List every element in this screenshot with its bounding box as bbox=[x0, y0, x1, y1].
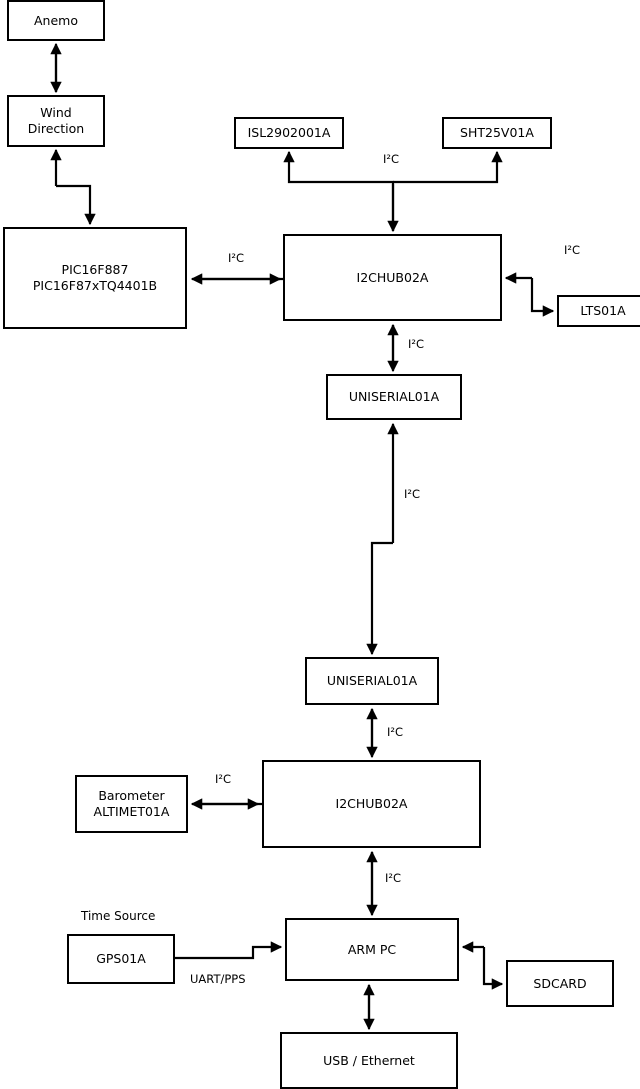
node-wind-direction-label: Wind Direction bbox=[27, 105, 85, 136]
edge-label-uniserial-link: I²C bbox=[404, 487, 421, 501]
node-i2chub02a-top-label: I2CHUB02A bbox=[356, 269, 429, 285]
node-uniserial01a-lower[interactable]: UNISERIAL01A bbox=[305, 657, 439, 705]
connector-hub-sht-branch bbox=[393, 150, 503, 184]
edge-label-hub-uniserial-upper: I²C bbox=[408, 337, 425, 351]
node-uniserial01a-upper[interactable]: UNISERIAL01A bbox=[326, 374, 462, 420]
edge-label-uniserial-lower-hub: I²C bbox=[387, 725, 404, 739]
edge-label-hub-sensors: I²C bbox=[383, 152, 400, 166]
node-arm-pc[interactable]: ARM PC bbox=[285, 918, 459, 981]
node-i2chub02a-bottom[interactable]: I2CHUB02A bbox=[262, 760, 481, 848]
node-usb-ethernet[interactable]: USB / Ethernet bbox=[280, 1032, 458, 1089]
node-pic-microcontroller[interactable]: PIC16F887 PIC16F87xTQ4401B bbox=[3, 227, 187, 329]
node-gps01a[interactable]: GPS01A bbox=[67, 934, 175, 984]
label-time-source: Time Source bbox=[81, 909, 156, 923]
node-barometer-altimet01a[interactable]: Barometer ALTIMET01A bbox=[75, 775, 188, 833]
edge-label-pic-hub: I²C bbox=[228, 251, 245, 265]
edge-label-gps-arm-pc: UART/PPS bbox=[190, 972, 246, 986]
node-sht25v01a[interactable]: SHT25V01A bbox=[442, 117, 552, 149]
connector-wind-pic-down bbox=[56, 184, 96, 226]
node-lts01a-label: LTS01A bbox=[580, 303, 626, 319]
node-wind-direction[interactable]: Wind Direction bbox=[7, 95, 105, 147]
node-usb-ethernet-label: USB / Ethernet bbox=[323, 1052, 415, 1068]
node-i2chub02a-bottom-label: I2CHUB02A bbox=[335, 796, 408, 812]
connector-uni1-uni2-down bbox=[366, 541, 393, 656]
node-barometer-altimet01a-label: Barometer ALTIMET01A bbox=[93, 788, 170, 819]
edge-label-barometer-hub: I²C bbox=[215, 772, 232, 786]
connector-arm-sdcard-out bbox=[482, 947, 504, 990]
node-uniserial01a-upper-label: UNISERIAL01A bbox=[348, 389, 440, 405]
node-sdcard[interactable]: SDCARD bbox=[506, 960, 614, 1007]
node-lts01a[interactable]: LTS01A bbox=[557, 295, 640, 327]
node-isl2902001a-label: ISL2902001A bbox=[247, 125, 331, 141]
node-anemo[interactable]: Anemo bbox=[7, 0, 105, 41]
node-pic-microcontroller-label: PIC16F887 PIC16F87xTQ4401B bbox=[32, 262, 158, 293]
node-anemo-label: Anemo bbox=[34, 12, 78, 28]
node-sdcard-label: SDCARD bbox=[533, 975, 587, 991]
connector-hub-sensor-bus bbox=[283, 150, 395, 231]
edge-label-hub-lts: I²C bbox=[564, 243, 581, 257]
node-sht25v01a-label: SHT25V01A bbox=[460, 125, 534, 141]
node-isl2902001a[interactable]: ISL2902001A bbox=[234, 117, 344, 149]
connector-hub-lts-out bbox=[530, 278, 555, 317]
connector-gps-arm bbox=[175, 941, 283, 960]
node-arm-pc-label: ARM PC bbox=[347, 941, 397, 957]
node-gps01a-label: GPS01A bbox=[96, 951, 146, 967]
edge-label-hub-arm-pc: I²C bbox=[385, 871, 402, 885]
node-uniserial01a-lower-label: UNISERIAL01A bbox=[326, 673, 418, 689]
node-i2chub02a-top[interactable]: I2CHUB02A bbox=[283, 234, 502, 321]
